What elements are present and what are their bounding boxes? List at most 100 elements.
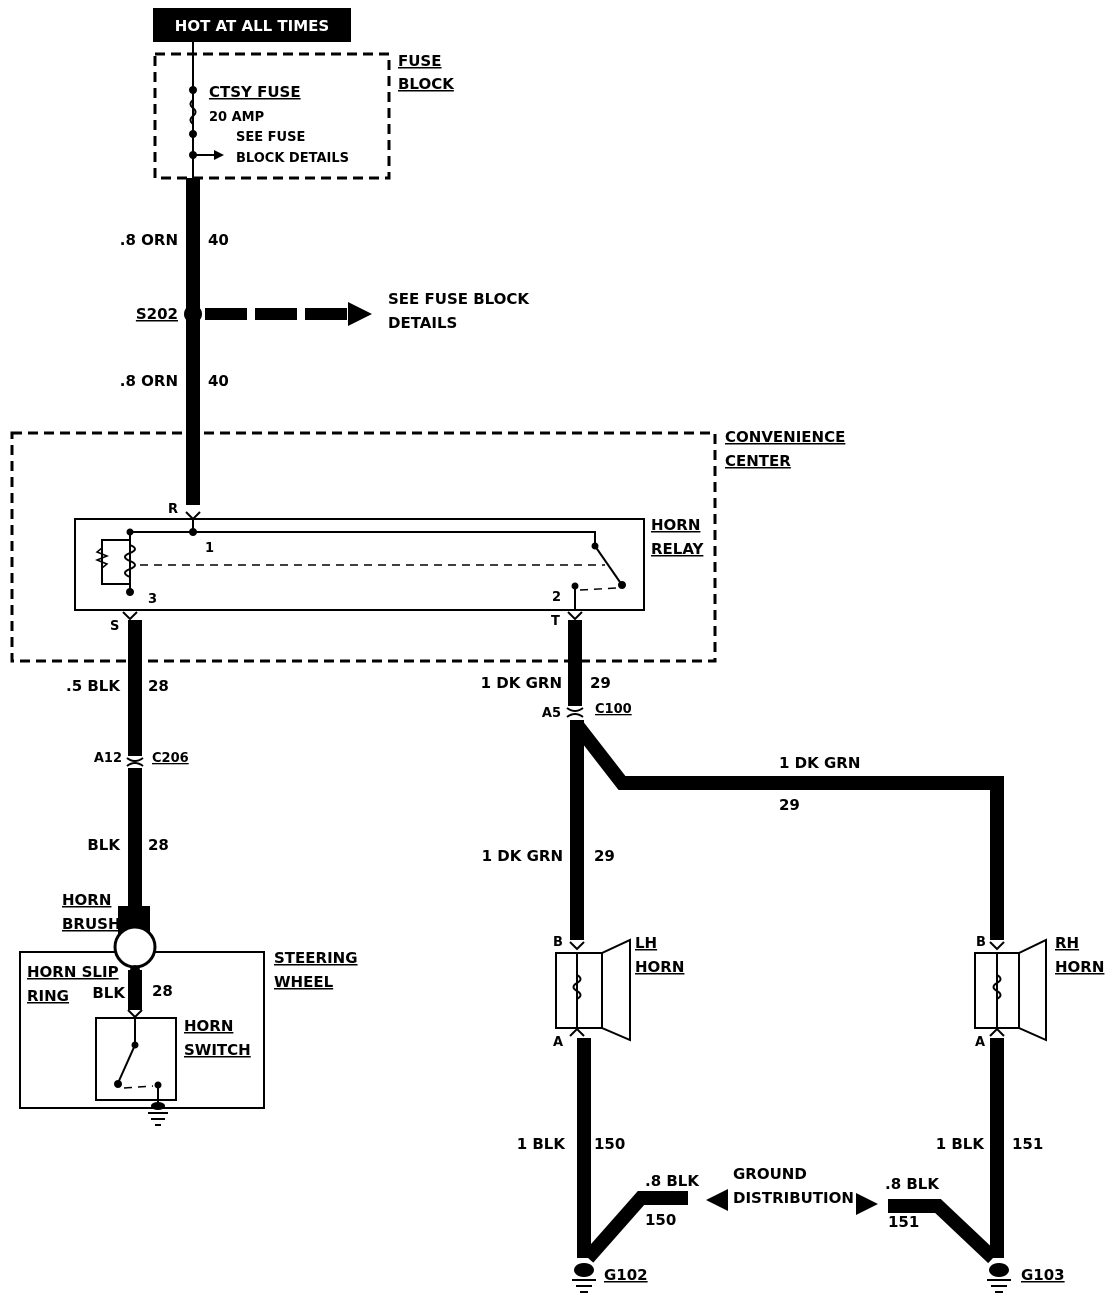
w28-mid-circuit: 28 <box>148 836 169 854</box>
w29-left-circuit: 29 <box>594 847 615 865</box>
w151-circuit: 151 <box>1012 1135 1043 1153</box>
lh-horn: B LH HORN A <box>553 934 684 1050</box>
horn-switch-1: HORN <box>184 1017 233 1035</box>
fuse-icon <box>189 99 197 125</box>
horn-coil-icon <box>572 974 582 1000</box>
horn-relay-label-1: HORN <box>651 516 700 534</box>
splice-s202-dot <box>184 305 202 323</box>
w29-top-gauge: 1 DK GRN <box>481 674 562 692</box>
rh-horn-pin-a: A <box>975 1035 985 1050</box>
horn-switch-gap <box>123 1085 154 1089</box>
w29-top-circuit: 29 <box>590 674 611 692</box>
arrow-left-icon <box>706 1189 728 1211</box>
ground-distribution-1: GROUND <box>733 1165 807 1183</box>
convenience-center-1: CONVENIENCE <box>725 428 845 446</box>
splice-see-2: DETAILS <box>388 314 457 332</box>
relay-contact-gap <box>579 587 618 591</box>
connector-t-icon <box>567 611 583 621</box>
connector-s-icon <box>122 611 138 621</box>
arrow-right-icon <box>348 302 372 326</box>
lh-horn-label-2: HORN <box>635 958 684 976</box>
g103-label: G103 <box>1021 1266 1065 1284</box>
horn-icon <box>1018 938 1047 1042</box>
convenience-center-box <box>10 431 717 663</box>
fuse-name: CTSY FUSE <box>209 83 301 101</box>
connector-lh-b-icon <box>569 941 585 951</box>
connector-lh-a-icon <box>569 1027 585 1037</box>
relay-term-2: 2 <box>552 590 561 605</box>
steering-wheel-1: STEERING <box>274 949 358 967</box>
w150-circuit: 150 <box>594 1135 625 1153</box>
relay-pin-t: T <box>551 614 560 629</box>
w150-gauge: 1 BLK <box>517 1135 567 1153</box>
w151-g-circuit: 151 <box>888 1213 919 1231</box>
w28-wheel-circuit: 28 <box>152 982 173 1000</box>
relay-internal-feed <box>130 531 596 545</box>
w28-top-gauge: .5 BLK <box>66 677 121 695</box>
fuse-node-mid <box>189 130 197 138</box>
rh-horn: B RH HORN A <box>974 934 1104 1050</box>
power-banner <box>153 8 351 42</box>
ground-icon <box>574 1263 594 1277</box>
w28-top-circuit: 28 <box>148 677 169 695</box>
ground-g102: G102 <box>572 1263 648 1293</box>
horn-brush-2: BRUSH <box>62 915 121 933</box>
horn-switch-arm <box>117 1044 136 1084</box>
connector-r-icon <box>185 511 201 521</box>
horn-slip-ring-2: RING <box>27 987 69 1005</box>
c100-pin: A5 <box>542 706 561 721</box>
relay-pin-s: S <box>110 619 119 634</box>
horn-coil-icon <box>992 974 1002 1000</box>
horn-switch-tip <box>114 1080 122 1088</box>
w151-g-gauge: .8 BLK <box>885 1175 940 1193</box>
horn-switch-2: SWITCH <box>184 1041 251 1059</box>
relay-contact-arm <box>594 545 623 586</box>
w29-left-gauge: 1 DK GRN <box>482 847 563 865</box>
power-banner-text: HOT AT ALL TIMES <box>175 17 329 35</box>
wire-circuit-151-ground <box>888 1199 998 1264</box>
ground-distribution-2: DISTRIBUTION <box>733 1189 854 1207</box>
wire-circuit-29-rh <box>571 720 1004 940</box>
arrow-right-icon <box>214 150 224 160</box>
lh-horn-body <box>555 952 603 1029</box>
connector-rh-a-icon <box>989 1027 1005 1037</box>
c100-id: C100 <box>595 702 632 717</box>
connector-c206-icon <box>126 757 144 767</box>
w28-wheel-gauge: BLK <box>92 984 126 1002</box>
fuse-see-1: SEE FUSE <box>236 130 305 145</box>
steering-wheel-2: WHEEL <box>274 973 334 991</box>
resistor-icon <box>94 547 110 569</box>
rh-horn-label-2: HORN <box>1055 958 1104 976</box>
relay-resistor-path <box>101 539 130 585</box>
convenience-center-2: CENTER <box>725 452 791 470</box>
relay-contact-tip <box>618 581 626 589</box>
fuse-block-label-2: BLOCK <box>398 75 455 93</box>
relay-pin-r: R <box>168 502 178 517</box>
w29-right-circuit: 29 <box>779 796 800 814</box>
horn-slip-ring-icon <box>113 925 157 969</box>
c206-pin: A12 <box>94 751 122 766</box>
w150-g-gauge: .8 BLK <box>645 1172 700 1190</box>
relay-node-3 <box>126 588 134 596</box>
fuse-rating: 20 AMP <box>209 110 264 125</box>
lh-horn-pin-a: A <box>553 1035 563 1050</box>
splice-see-1: SEE FUSE BLOCK <box>388 290 530 308</box>
c206-id: C206 <box>152 751 189 766</box>
rh-horn-pin-b: B <box>976 935 986 950</box>
w28-mid-gauge: BLK <box>87 836 121 854</box>
g102-label: G102 <box>604 1266 648 1284</box>
relay-term-3: 3 <box>148 592 157 607</box>
relay-term-1: 1 <box>205 541 214 556</box>
w40-top-gauge: .8 ORN <box>120 231 178 249</box>
relay-coil-icon <box>124 544 136 578</box>
ground-icon <box>151 1102 165 1110</box>
lh-horn-label-1: LH <box>635 934 657 952</box>
horn-slip-ring-1: HORN SLIP <box>27 963 119 981</box>
fuse-see-2: BLOCK DETAILS <box>236 151 349 166</box>
horn-brush-1: HORN <box>62 891 111 909</box>
connector-switch-icon <box>127 1009 143 1019</box>
horn-relay-box <box>74 518 645 611</box>
ground-icon <box>989 1263 1009 1277</box>
lh-horn-pin-b: B <box>553 935 563 950</box>
